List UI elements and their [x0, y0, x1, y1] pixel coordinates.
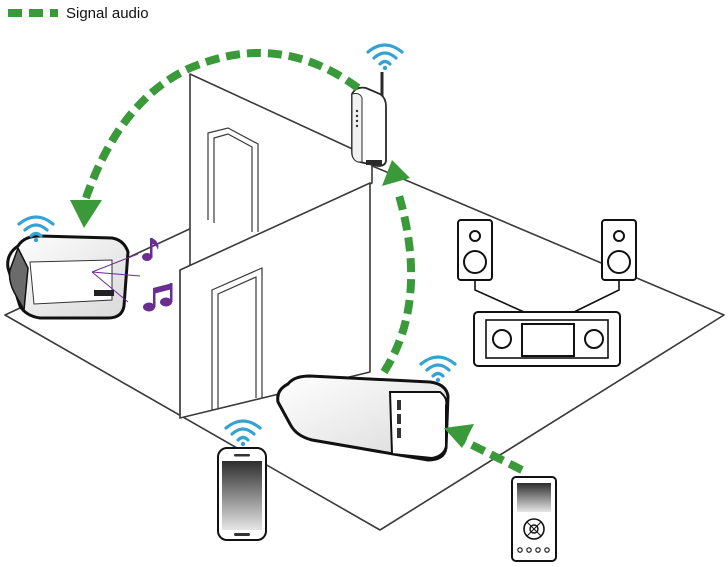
signal-arrowhead [444, 424, 474, 448]
signal-arrowhead [382, 160, 410, 186]
floor [4, 164, 725, 531]
music-note-icon [143, 283, 173, 312]
loudspeaker-right [601, 219, 637, 281]
speaker-center [276, 374, 450, 462]
back-wall-door [207, 127, 259, 232]
back-wall [189, 73, 373, 274]
signal-center-speaker-to-router [380, 190, 416, 375]
speaker-left [6, 234, 130, 320]
loudspeaker-left [457, 219, 493, 281]
speaker-cable-left [474, 280, 525, 313]
legend: Signal audio [8, 5, 149, 22]
signal-player-to-center-speaker [460, 436, 524, 474]
speaker-center-wifi-icon [419, 355, 457, 382]
router-wifi-icon [366, 43, 404, 70]
front-wall-door [211, 267, 263, 410]
av-receiver [473, 311, 621, 367]
media-player [511, 476, 557, 562]
signal-arrows [70, 49, 524, 474]
speaker-cable-right [573, 280, 620, 313]
signal-router-to-left-speaker [82, 49, 361, 200]
router [351, 72, 387, 167]
music-note-icon [142, 238, 159, 261]
smartphone-wifi-icon [224, 419, 262, 446]
signal-arrowhead [70, 200, 102, 228]
legend-label: Signal audio [66, 5, 149, 22]
sound-waves [91, 253, 141, 303]
smartphone [217, 447, 267, 541]
